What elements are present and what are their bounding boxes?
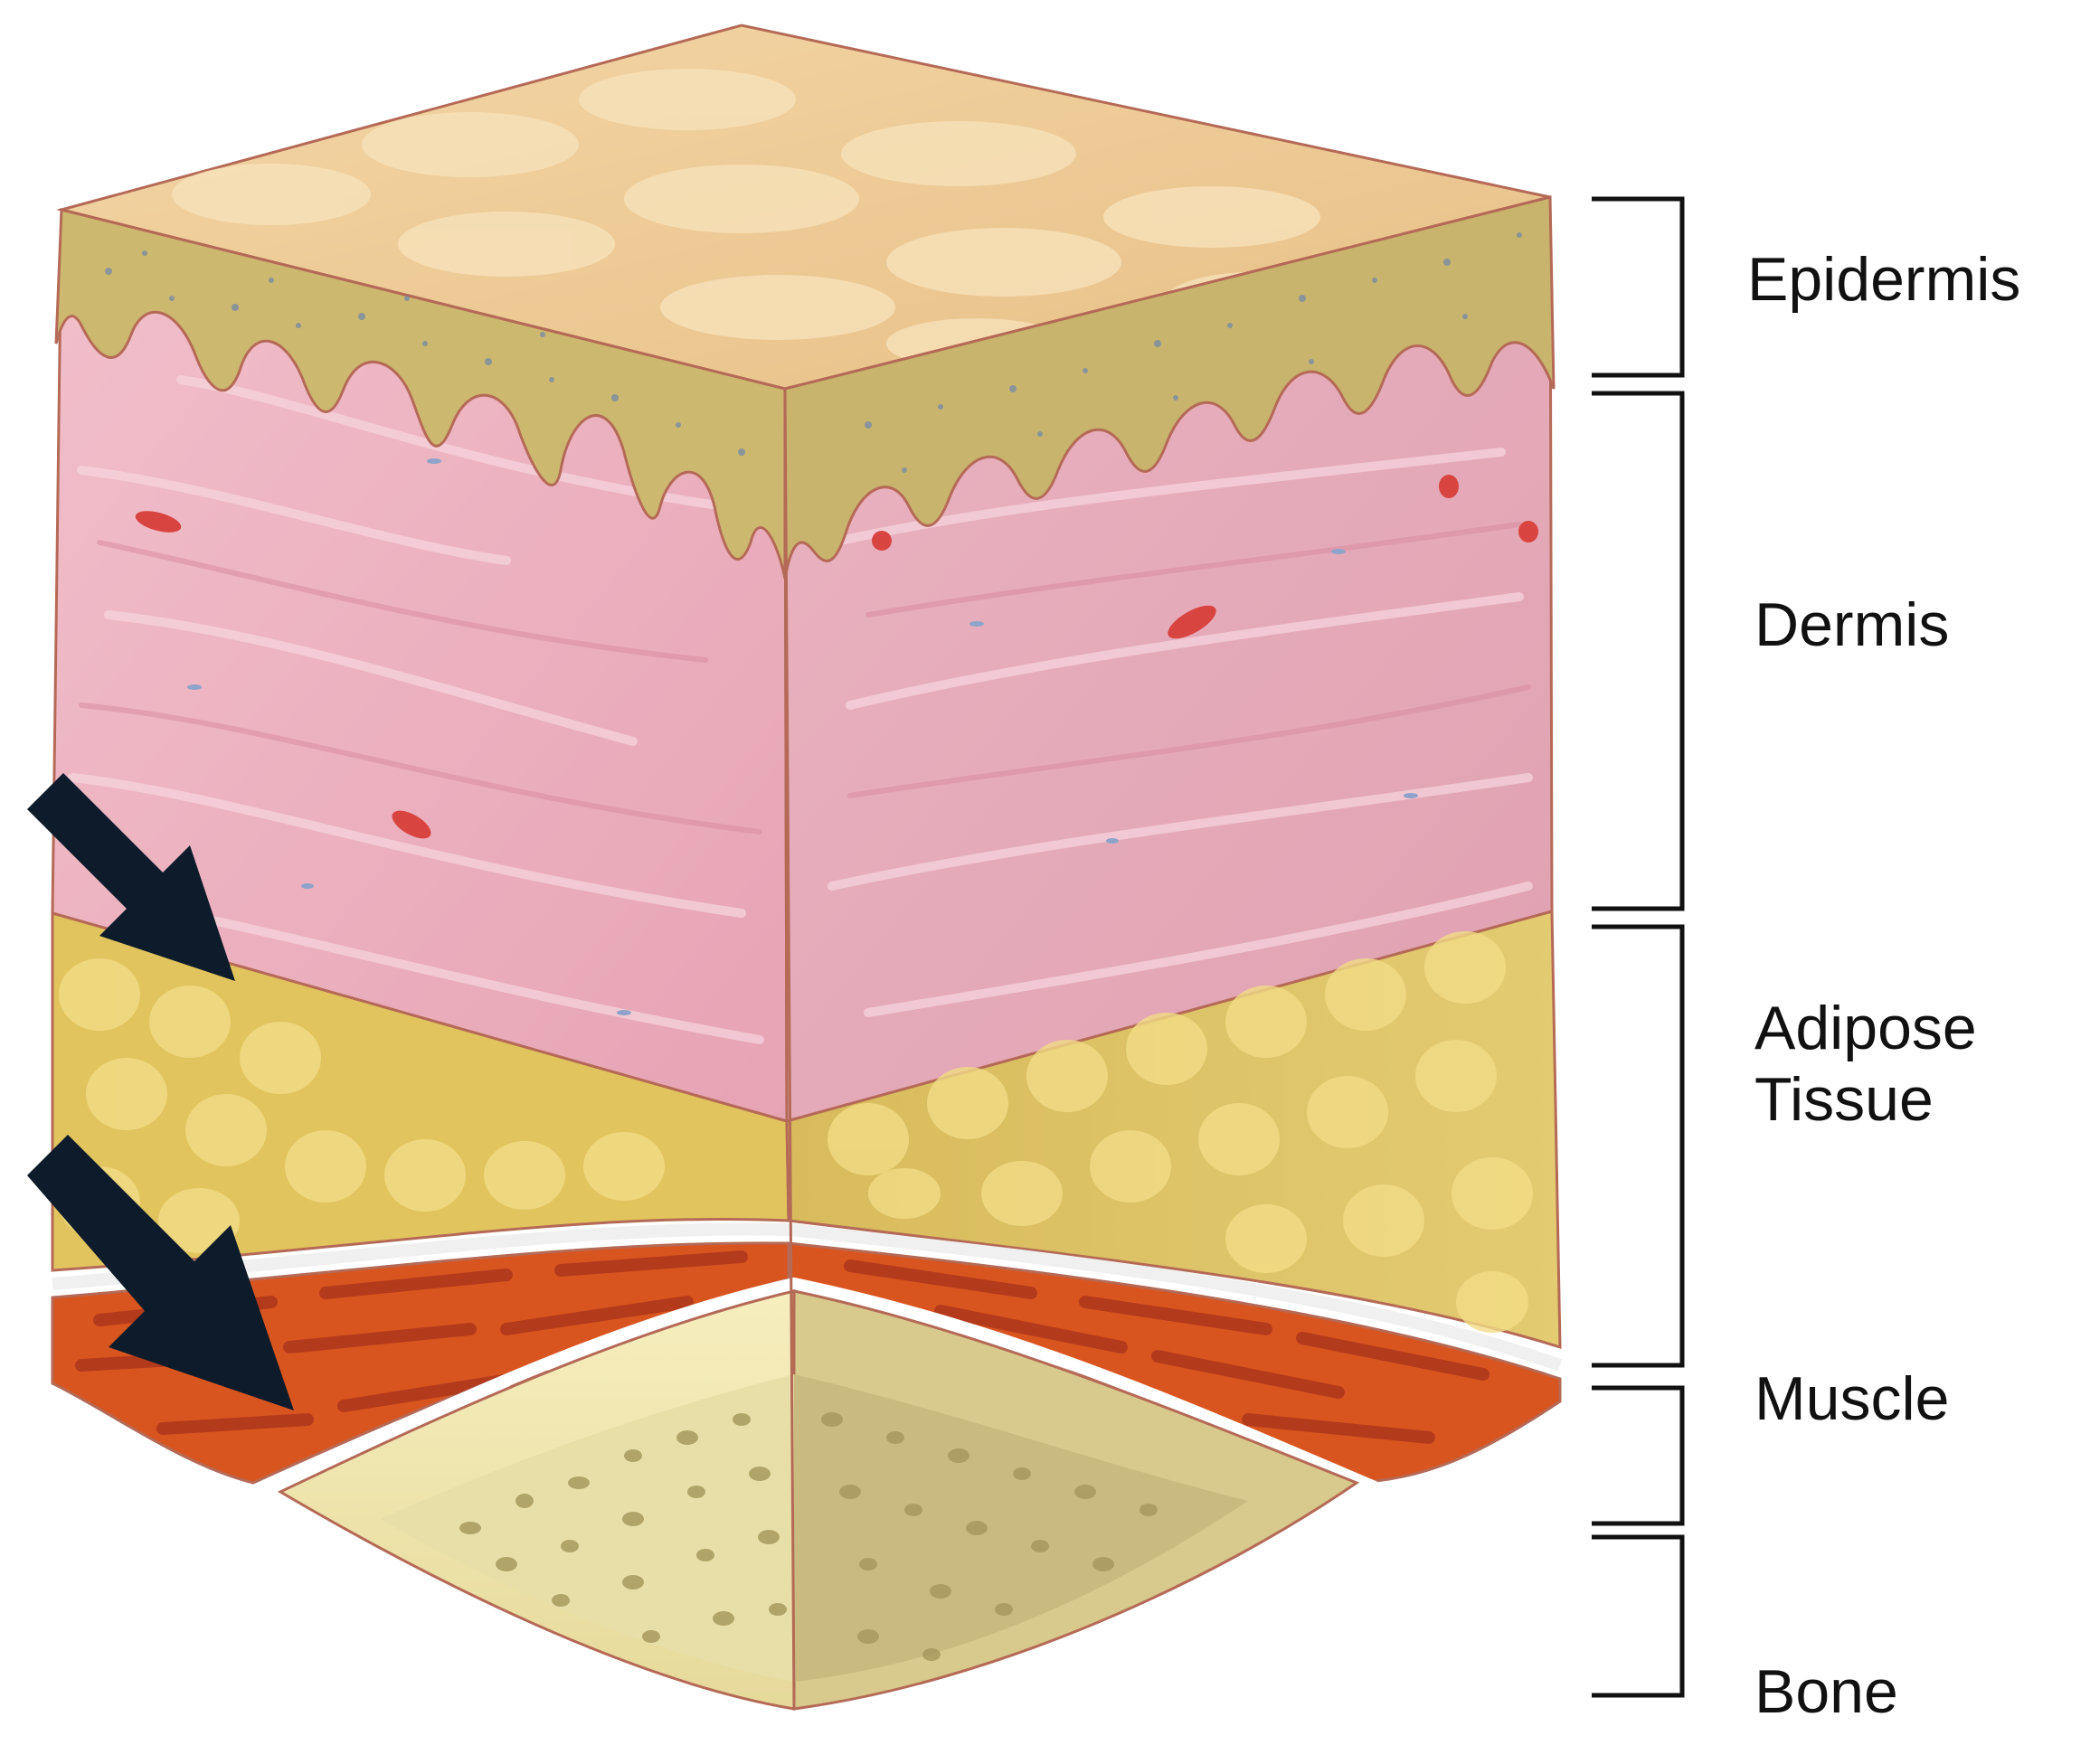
bracket-epidermis xyxy=(1592,196,1685,378)
layer-brackets xyxy=(1592,196,1685,1698)
bone-membrane xyxy=(268,1277,1377,1494)
dermis-cell-nuclei xyxy=(187,458,1418,1015)
cube-center-edge xyxy=(783,388,796,1710)
spongy-bone-right xyxy=(794,1374,1248,1682)
surface-bumps xyxy=(172,69,1366,369)
bracket-adipose xyxy=(1592,924,1685,1368)
bone-pores xyxy=(459,1412,1158,1661)
fascia-line xyxy=(52,1222,1563,1372)
label-dermis: Dermis xyxy=(1754,590,1950,659)
epidermis-left-face xyxy=(54,208,787,580)
label-bone: Bone xyxy=(1754,1657,1898,1726)
blood-cells xyxy=(135,475,1538,839)
dermis-fibers-dark xyxy=(79,522,1531,835)
lower-arrow-icon xyxy=(27,1135,294,1410)
bracket-dermis xyxy=(1592,391,1685,911)
label-muscle: Muscle xyxy=(1754,1364,1950,1433)
label-adipose-line2: Tissue xyxy=(1754,1064,1934,1134)
label-epidermis: Epidermis xyxy=(1747,245,2021,314)
epidermis-right-face xyxy=(783,195,1556,580)
bracket-bone xyxy=(1592,1534,1685,1698)
arrow-icon xyxy=(27,773,294,1410)
epidermis-speckles xyxy=(105,232,1522,473)
upper-arrow-icon xyxy=(27,773,235,981)
dermis-fibers xyxy=(68,375,1533,1044)
label-adipose-tissue: Adipose Tissue xyxy=(1754,993,1977,1136)
bracket-muscle xyxy=(1592,1385,1685,1526)
spongy-bone-left xyxy=(380,1374,794,1682)
fat-cells xyxy=(59,931,1533,1333)
label-adipose-line1: Adipose xyxy=(1754,994,1977,1062)
